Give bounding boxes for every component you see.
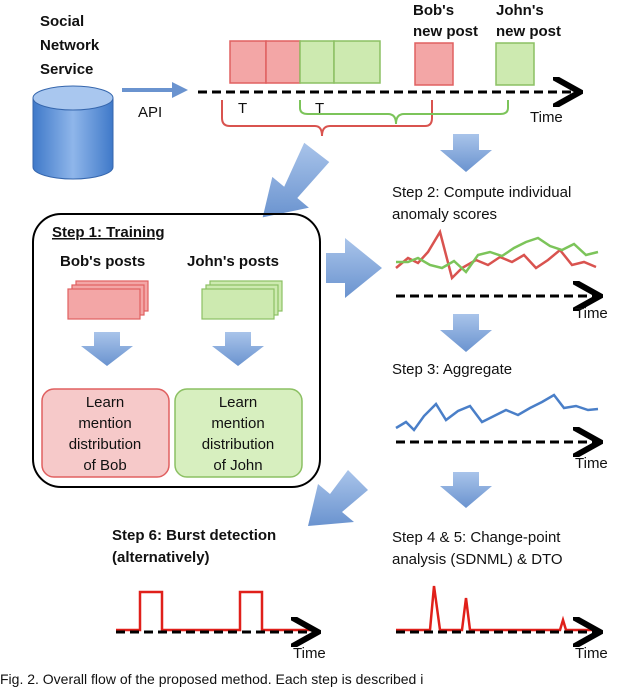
step1-title: Step 1: Training [52,224,165,241]
bob-learn-line-1: Learn [86,394,124,411]
step2-series-bob [395,228,597,281]
john-new-post-icon [495,42,535,86]
sns-title-line-1: Social [40,13,84,30]
step1-bob-posts-label: Bob's posts [60,253,145,270]
john-learn-line-1: Learn [219,394,257,411]
api-label: API [138,104,162,121]
step2-series-john [396,236,599,274]
step2-title-line-2: anomaly scores [392,206,497,223]
window-label-bob: T [238,100,247,117]
bob-new-post-icon [414,42,454,86]
arrow-john-learn [212,332,264,366]
arrow-to-step6 [308,470,368,526]
window-label-john: T [315,100,324,117]
step3-series [395,393,599,432]
bob-new-post-label-1: Bob's [413,2,454,19]
sns-title: Social Network Service [40,13,100,78]
step3-title: Step 3: Aggregate [392,361,512,378]
step2-time-label: Time [575,305,608,322]
arrow-bob-learn [81,332,133,366]
arrow-to-step3 [440,314,492,352]
step45-title-line-1: Step 4 & 5: Change-point [392,529,561,546]
john-new-post-label-1: John's [496,2,544,19]
step6-series [116,590,316,632]
database-icon [32,85,114,180]
john-learn-box: Learn mention distribution of John [174,388,303,478]
john-learn-line-2: mention [211,415,264,432]
john-old-posts [299,40,381,84]
timeline-time-label: Time [530,109,563,126]
arrow-to-step45 [440,472,492,508]
step45-title-line-2: analysis (SDNML) & DTO [392,551,563,568]
arrow-to-step2 [440,134,492,172]
john-learn-line-4: of John [213,457,262,474]
bob-posts-stack [67,280,149,320]
john-learn-line-3: distribution [202,436,275,453]
arrow-step1-to-step2 [326,238,382,298]
bob-old-posts [229,40,301,84]
step1-box [32,213,321,488]
bob-learn-line-3: distribution [69,436,142,453]
api-arrow [122,82,188,98]
john-posts-stack [201,280,283,320]
sns-title-line-3: Service [40,61,93,78]
arrow-to-step1 [261,141,331,219]
step1-john-posts-label: John's posts [187,253,279,270]
window-bracket-bob [221,100,433,137]
step45-chart [396,585,600,632]
window-bracket-john [299,100,509,125]
step45-time-label: Time [575,645,608,662]
sns-title-line-2: Network [40,37,100,54]
step6-chart [116,590,316,632]
john-new-post-label-2: new post [496,23,561,40]
bob-learn-line-2: mention [78,415,131,432]
bob-new-post-label-2: new post [413,23,478,40]
step2-chart [395,228,599,296]
step6-title-line-2: (alternatively) [112,549,210,566]
step6-title-line-1: Step 6: Burst detection [112,527,276,544]
step3-chart [395,393,599,442]
bob-learn-box: Learn mention distribution of Bob [41,388,170,478]
step3-time-label: Time [575,455,608,472]
bob-learn-line-4: of Bob [83,457,126,474]
step45-series [396,585,600,632]
step6-time-label: Time [293,645,326,662]
figure-caption: Fig. 2. Overall flow of the proposed met… [0,671,423,687]
step2-title-line-1: Step 2: Compute individual [392,184,571,201]
